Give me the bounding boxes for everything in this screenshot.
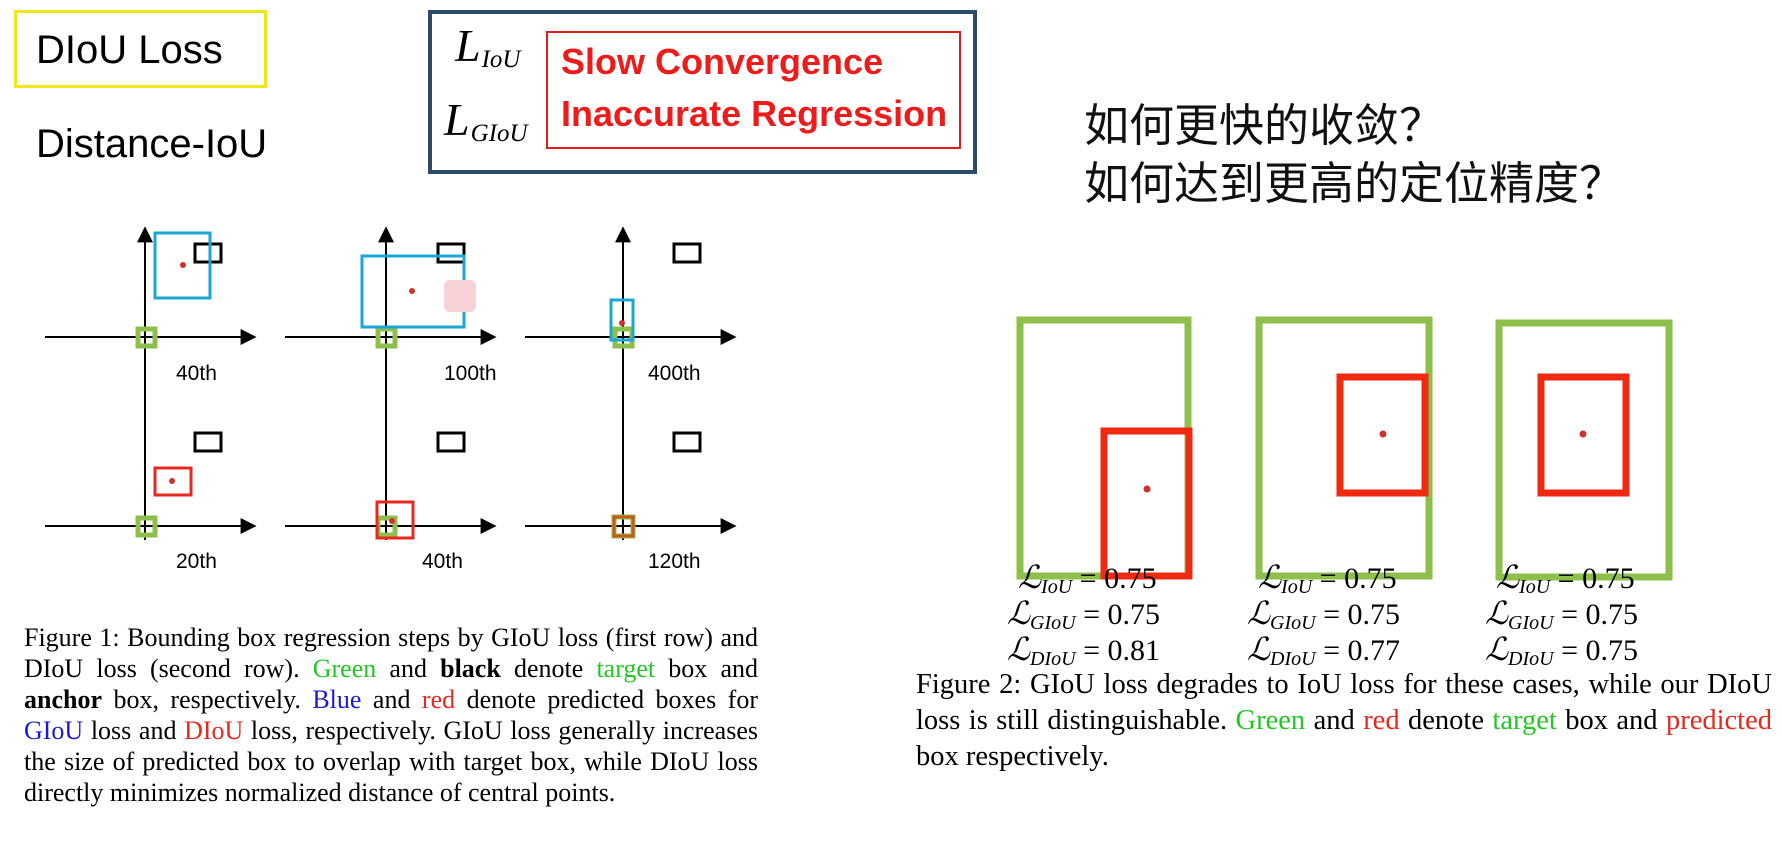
- anchor-box: [193, 242, 223, 264]
- predicted-box: [1336, 373, 1429, 497]
- figure2-caption: Figure 2: GIoU loss degrades to IoU loss…: [916, 669, 1773, 772]
- target-box: [135, 515, 158, 538]
- predicted-box: [1100, 427, 1193, 580]
- fig2-case-3: [1495, 319, 1673, 581]
- predicted-box-giou: [153, 231, 212, 300]
- case3-l-giou: ℒGIoU = 0.75: [1485, 594, 1639, 634]
- predicted-box-diou: [153, 466, 193, 497]
- anchor-box: [193, 431, 223, 453]
- question-higher-precision: 如何达到更高的定位精度？: [1084, 157, 1625, 210]
- target-box: [375, 326, 398, 349]
- loss-box: [428, 10, 977, 174]
- predicted-box: [1537, 373, 1630, 497]
- target-box: [1495, 319, 1673, 581]
- case2-l-diou: ℒDIoU = 0.77: [1247, 630, 1401, 670]
- fig1-panel-giou-40th: 40th: [45, 226, 257, 540]
- target-box: [1255, 316, 1433, 580]
- l-iou-symbol: LIoU: [455, 20, 521, 73]
- slide-subtitle: Distance-IoU: [36, 122, 268, 166]
- predicted-box-giou: [609, 298, 635, 342]
- step-label: 20th: [176, 550, 217, 573]
- predicted-box-diou: [612, 515, 635, 538]
- case1-l-giou: ℒGIoU = 0.75: [1007, 594, 1161, 634]
- anchor-box: [436, 431, 466, 453]
- question-faster-convergence: 如何更快的收敛？: [1084, 99, 1445, 152]
- step-label: 40th: [422, 550, 463, 573]
- anchor-box: [436, 242, 466, 264]
- case1-l-iou: ℒIoU = 0.75: [1018, 558, 1157, 598]
- predicted-box-diou: [375, 500, 415, 540]
- step-label: 400th: [648, 362, 701, 385]
- problem-slow-convergence: Slow Convergence: [561, 41, 884, 82]
- problem-inaccurate-regression: Inaccurate Regression: [561, 93, 948, 134]
- figure1-diagram: 40th 100th 400th 20th 40: [45, 226, 737, 573]
- highlight-mark: [444, 280, 476, 312]
- figure1-caption: Figure 1: Bounding box regression steps …: [24, 623, 759, 807]
- fig1-panel-diou-20th: 20th: [45, 431, 257, 573]
- fig2-case-2: [1255, 316, 1433, 580]
- case1-l-diou: ℒDIoU = 0.81: [1007, 630, 1161, 670]
- slide-title: DIoU Loss: [36, 28, 223, 72]
- fig1-panel-giou-400th: 400th: [525, 226, 737, 540]
- case2-l-iou: ℒIoU = 0.75: [1258, 558, 1397, 598]
- anchor-box: [672, 431, 702, 453]
- fig1-panel-diou-40th: 40th: [285, 400, 497, 573]
- title-box: [14, 10, 267, 88]
- step-label: 40th: [176, 362, 217, 385]
- fig1-panel-diou-120th: 120th: [525, 431, 737, 573]
- case2-l-giou: ℒGIoU = 0.75: [1247, 594, 1401, 634]
- problem-box: [546, 31, 961, 149]
- figure2-diagram: [1016, 316, 1673, 581]
- l-giou-symbol: LGIoU: [444, 94, 528, 147]
- fig1-panel-giou-100th: 100th: [285, 226, 497, 540]
- step-label: 100th: [444, 362, 497, 385]
- anchor-box: [672, 242, 702, 264]
- fig2-case-1: [1016, 316, 1193, 580]
- case3-l-iou: ℒIoU = 0.75: [1496, 558, 1635, 598]
- case3-l-diou: ℒDIoU = 0.75: [1485, 630, 1639, 670]
- target-box: [135, 326, 158, 349]
- step-label: 120th: [648, 550, 701, 573]
